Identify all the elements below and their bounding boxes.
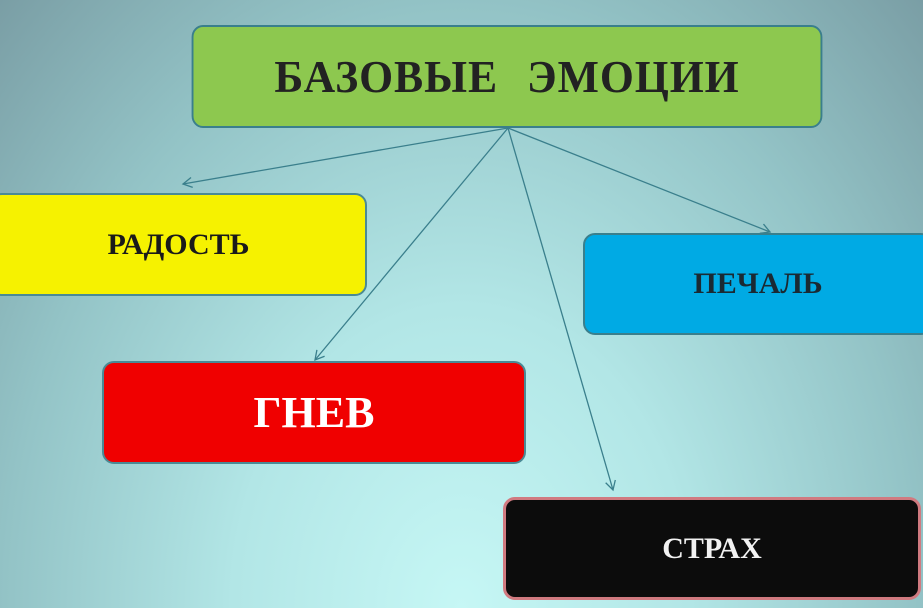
sadness-box: ПЕЧАЛЬ: [583, 233, 923, 335]
anger-label: ГНЕВ: [253, 388, 375, 437]
anger-box: ГНЕВ: [102, 361, 526, 464]
fear-label: СТРАХ: [662, 531, 762, 565]
joy-box: РАДОСТЬ: [0, 193, 367, 296]
joy-label: РАДОСТЬ: [107, 227, 250, 261]
arrow-to-sadness: [507, 127, 772, 234]
title-text: БАЗОВЫЕ ЭМОЦИИ: [274, 51, 740, 102]
arrow-to-anger: [314, 127, 509, 362]
arrow-to-fear: [507, 127, 616, 492]
title-box: БАЗОВЫЕ ЭМОЦИИ: [191, 25, 823, 128]
sadness-label: ПЕЧАЛЬ: [693, 267, 823, 300]
arrow-to-joy: [181, 127, 509, 189]
fear-box: СТРАХ: [503, 497, 921, 600]
